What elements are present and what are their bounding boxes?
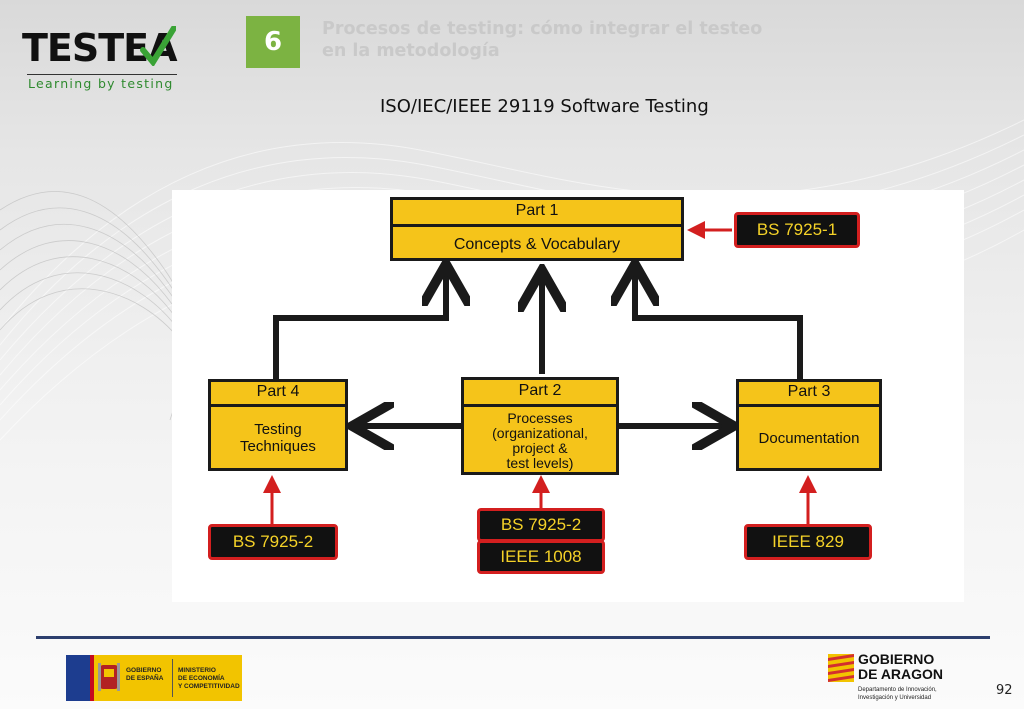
part2-text-line4: test levels)	[506, 455, 574, 471]
testea-logo: TESTEA Learning by testing	[22, 26, 182, 96]
arrow-part4-to-part1	[273, 270, 446, 383]
part1-text: Concepts & Vocabulary	[453, 235, 621, 253]
checkmark-icon	[140, 26, 176, 66]
logo-divider	[27, 74, 177, 75]
part2-label: Part 2	[464, 380, 616, 407]
aragon-name-line1: GOBIERNO	[858, 651, 935, 667]
spain-gov-line1: GOBIERNO	[126, 667, 162, 674]
part4-text-line2: Techniques	[240, 438, 316, 455]
part4-text-line1: Testing	[254, 421, 302, 438]
standard-ieee1008: IEEE 1008	[477, 540, 605, 574]
spain-ministry-line3: Y COMPETITIVIDAD	[178, 683, 240, 690]
part1-box: Part 1 Concepts & Vocabulary	[390, 197, 684, 261]
part2-text-line2: (organizational,	[492, 425, 588, 441]
section-number-badge: 6	[246, 16, 300, 68]
aragon-dept-line2: Investigación y Universidad	[858, 695, 932, 701]
footer-rule	[36, 636, 990, 639]
arrow-part3-to-part1	[635, 270, 803, 383]
part2-text-line3: project &	[512, 440, 568, 456]
eu-flag-strip	[66, 655, 90, 701]
aragon-flag-icon	[828, 654, 854, 682]
gobierno-de-espana-logo: GOBIERNO DE ESPAÑA MINISTERIO DE ECONOMÍ…	[66, 655, 242, 701]
slide-subtitle: ISO/IEC/IEEE 29119 Software Testing	[380, 96, 709, 117]
coat-of-arms-icon	[98, 663, 120, 691]
part3-label: Part 3	[739, 382, 879, 407]
spain-ministry-line1: MINISTERIO	[178, 667, 216, 674]
part4-label: Part 4	[211, 382, 345, 407]
standard-ieee829: IEEE 829	[744, 524, 872, 560]
part3-box: Part 3 Documentation	[736, 379, 882, 471]
diagram-arrows	[263, 221, 817, 524]
logo-tagline: Learning by testing	[28, 76, 174, 91]
page-number: 92	[996, 683, 1013, 698]
part2-text-line1: Processes	[507, 410, 573, 426]
spain-ministry-line2: DE ECONOMÍA	[178, 675, 225, 682]
spain-gov-line2: DE ESPAÑA	[126, 675, 164, 682]
aragon-name-line2: DE ARAGON	[858, 666, 944, 682]
aragon-dept-line1: Departamento de Innovación,	[858, 687, 937, 693]
standard-bs7925-1: BS 7925-1	[734, 212, 860, 248]
iso-29119-diagram: Part 1 Concepts & Vocabulary Part 4 Test…	[172, 190, 964, 602]
part1-label: Part 1	[393, 200, 681, 227]
standard-bs7925-2-left: BS 7925-2	[208, 524, 338, 560]
part4-box: Part 4 Testing Techniques	[208, 379, 348, 471]
gobierno-de-aragon-logo: GOBIERNO DE ARAGON Departamento de Innov…	[826, 650, 966, 704]
part3-text: Documentation	[758, 429, 860, 447]
standard-bs7925-2-center: BS 7925-2	[477, 508, 605, 542]
section-title: Procesos de testing: cómo integrar el te…	[322, 19, 763, 61]
part2-box: Part 2 Processes (organizational, projec…	[461, 377, 619, 475]
